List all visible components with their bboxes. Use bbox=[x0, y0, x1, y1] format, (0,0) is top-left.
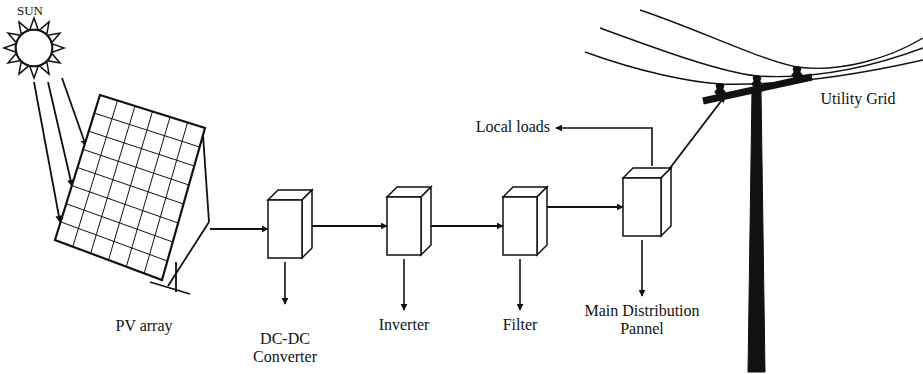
converter-box: DC-DC Converter bbox=[268, 200, 302, 258]
pv-array-node: PV array bbox=[55, 92, 210, 287]
flow-arrow bbox=[302, 225, 387, 227]
local-loads-arrow bbox=[556, 128, 652, 166]
converter-blocks bbox=[268, 168, 671, 258]
flow-label: Local loads bbox=[476, 118, 550, 136]
node-label: Filter bbox=[503, 316, 538, 334]
solar-panel bbox=[55, 95, 205, 280]
flow-arrow bbox=[421, 225, 503, 227]
power-lines bbox=[585, 10, 923, 84]
panel-cells bbox=[61, 101, 200, 274]
node-label: PV array bbox=[115, 317, 172, 335]
utility-pole bbox=[703, 67, 812, 373]
node-label: Main Distribution Pannel bbox=[572, 302, 712, 339]
utility-grid-node: Utility Grid bbox=[700, 60, 910, 372]
flow-arrow bbox=[537, 206, 623, 208]
sun-symbol bbox=[4, 18, 64, 78]
flow-arrow bbox=[210, 228, 268, 230]
distribution-panel-box: Main Distribution Pannel bbox=[623, 178, 661, 236]
node-label: Inverter bbox=[379, 316, 430, 334]
node-label: Utility Grid bbox=[820, 90, 895, 108]
node-label: DC-DC Converter bbox=[241, 330, 329, 367]
filter-box: Filter bbox=[503, 197, 537, 255]
node-label: SUN bbox=[17, 4, 43, 19]
flow-arrow bbox=[667, 96, 725, 172]
sun-node: SUN bbox=[2, 16, 66, 80]
label-arrows bbox=[285, 240, 642, 310]
inverter-box: Inverter bbox=[387, 197, 421, 255]
